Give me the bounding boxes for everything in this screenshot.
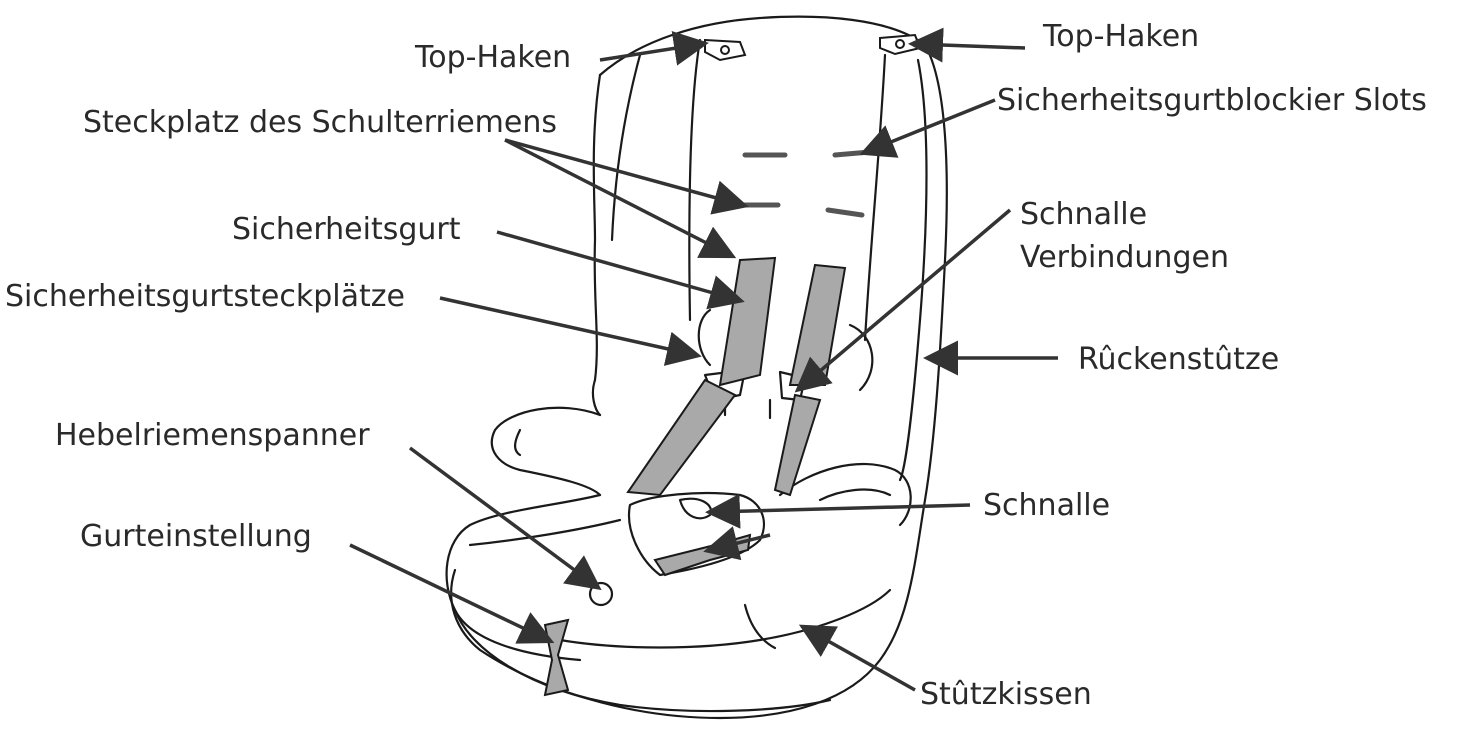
arrow-hebelriemenspanner bbox=[408, 446, 602, 591]
label-sicherheitsgurtsteckplaetze: Sicherheitsgurtsteckplätze bbox=[5, 279, 405, 314]
arrow-sicherheitsgurt bbox=[496, 230, 745, 310]
label-steckplatz-schulterriemens: Steckplatz des Schulterriemens bbox=[83, 105, 557, 140]
label-sicherheitsgurtblockier-slots: Sicherheitsgurtblockier Slots bbox=[997, 83, 1427, 118]
harness-straps bbox=[543, 256, 847, 697]
arrow-schnalle bbox=[705, 493, 971, 529]
arrows bbox=[349, 27, 1058, 692]
label-rueckenstuetze: Rûckenstûtze bbox=[1078, 342, 1280, 377]
arrow-gurteinstellung bbox=[349, 543, 555, 644]
top-hook-left bbox=[704, 38, 747, 62]
label-stuetzkissen: Stûtzkissen bbox=[920, 677, 1092, 712]
top-hook-right bbox=[879, 33, 922, 56]
shoulder-slots bbox=[742, 149, 873, 218]
label-schnalle-verbindungen-line1: Schnalle bbox=[1020, 197, 1148, 232]
arrow-blockier-slots bbox=[859, 98, 996, 158]
label-sicherheitsgurt: Sicherheitsgurt bbox=[232, 212, 461, 247]
seat-outline bbox=[445, 15, 948, 720]
label-schnalle-verbindungen-line2: Verbindungen bbox=[1020, 240, 1229, 275]
arrow-steckplaetze bbox=[439, 296, 702, 366]
label-schnalle: Schnalle bbox=[983, 488, 1111, 523]
label-gurteinstellung: Gurteinstellung bbox=[80, 519, 312, 554]
arrow-stuetzkissen bbox=[798, 624, 916, 692]
label-hebelriemenspanner: Hebelriemenspanner bbox=[55, 418, 370, 453]
arrow-steckplatz-1 bbox=[504, 138, 749, 215]
arrow-steckplatz-2 bbox=[504, 138, 737, 259]
arrow-top-haken-right bbox=[908, 27, 1026, 63]
label-top-haken-right: Top-Haken bbox=[1043, 19, 1200, 54]
arrow-top-haken-left bbox=[599, 31, 709, 66]
label-top-haken-left: Top-Haken bbox=[415, 40, 572, 75]
arrow-schnalle-verbindungen bbox=[794, 208, 1012, 393]
arrow-schnalle-2 bbox=[703, 526, 771, 561]
